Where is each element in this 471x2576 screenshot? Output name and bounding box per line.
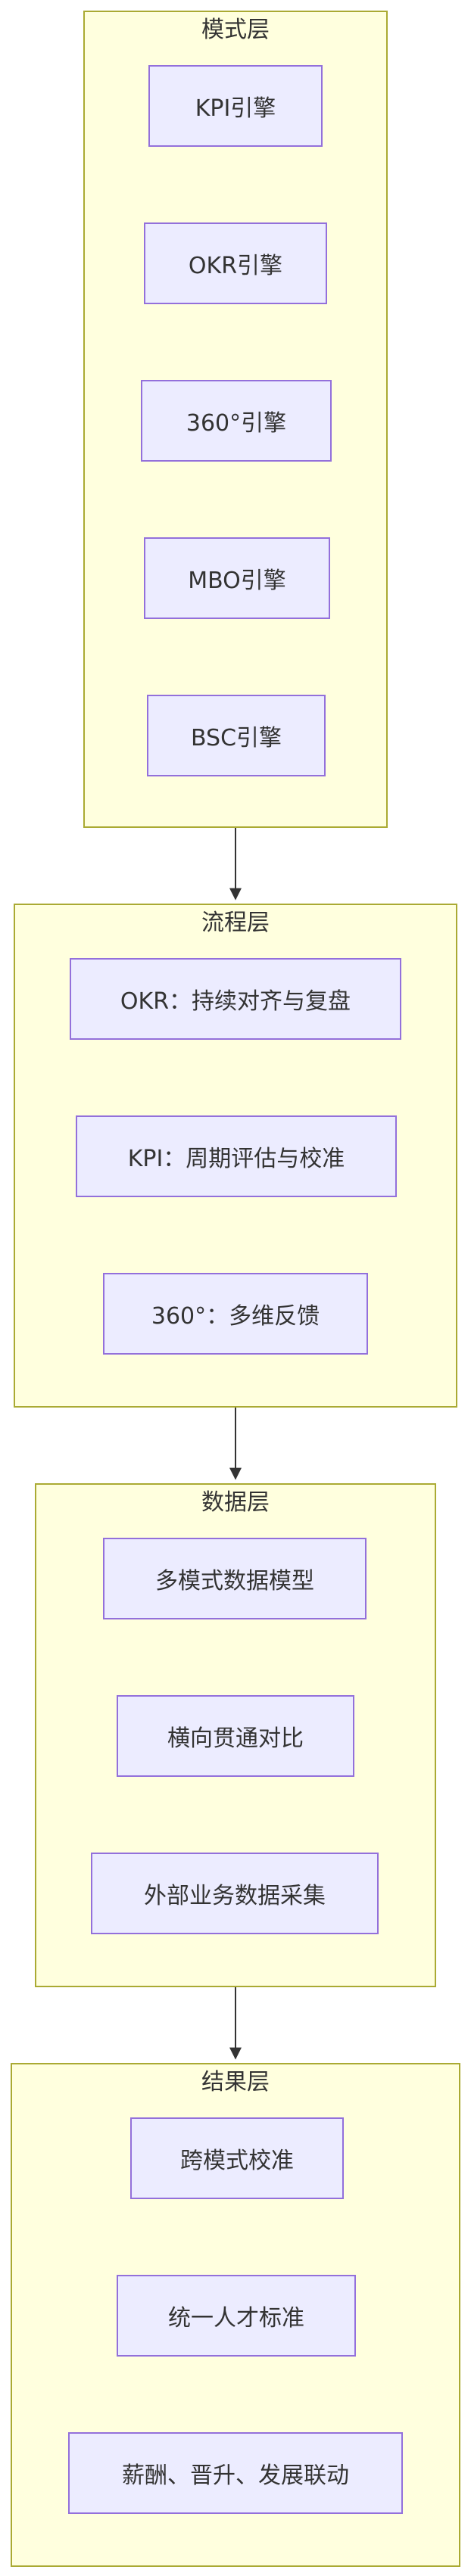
node-360-process[interactable]: 360°：多维反馈: [103, 1273, 368, 1355]
node-okr-process[interactable]: OKR：持续对齐与复盘: [70, 958, 401, 1040]
node-kpi-engine[interactable]: KPI引擎: [148, 65, 323, 147]
node-cross-mode-calibration[interactable]: 跨模式校准: [130, 2117, 344, 2199]
layer-title: 模式层: [201, 17, 270, 43]
node-compensation-linkage[interactable]: 薪酬、晋升、发展联动: [68, 2432, 403, 2514]
node-bsc-engine[interactable]: BSC引擎: [147, 695, 326, 776]
layer-data: 数据层 多模式数据模型 横向贯通对比 外部业务数据采集: [35, 1483, 436, 1987]
layer-process: 流程层 OKR：持续对齐与复盘 KPI：周期评估与校准 360°：多维反馈: [14, 904, 457, 1408]
node-360-engine[interactable]: 360°引擎: [141, 380, 332, 462]
node-unified-talent-standard[interactable]: 统一人才标准: [117, 2275, 356, 2357]
layer-result: 结果层 跨模式校准 统一人才标准 薪酬、晋升、发展联动: [11, 2063, 460, 2567]
node-okr-engine[interactable]: OKR引擎: [144, 222, 327, 304]
layer-title: 流程层: [201, 910, 270, 936]
node-horizontal-comparison[interactable]: 横向贯通对比: [117, 1695, 354, 1777]
node-mbo-engine[interactable]: MBO引擎: [144, 537, 330, 619]
layer-mode: 模式层 KPI引擎 OKR引擎 360°引擎 MBO引擎 BSC引擎: [83, 11, 388, 828]
node-multimode-data-model[interactable]: 多模式数据模型: [103, 1538, 367, 1619]
node-kpi-process[interactable]: KPI：周期评估与校准: [76, 1115, 397, 1197]
layer-title: 结果层: [201, 2069, 270, 2095]
node-external-data-collection[interactable]: 外部业务数据采集: [91, 1853, 379, 1934]
layer-title: 数据层: [201, 1489, 270, 1516]
